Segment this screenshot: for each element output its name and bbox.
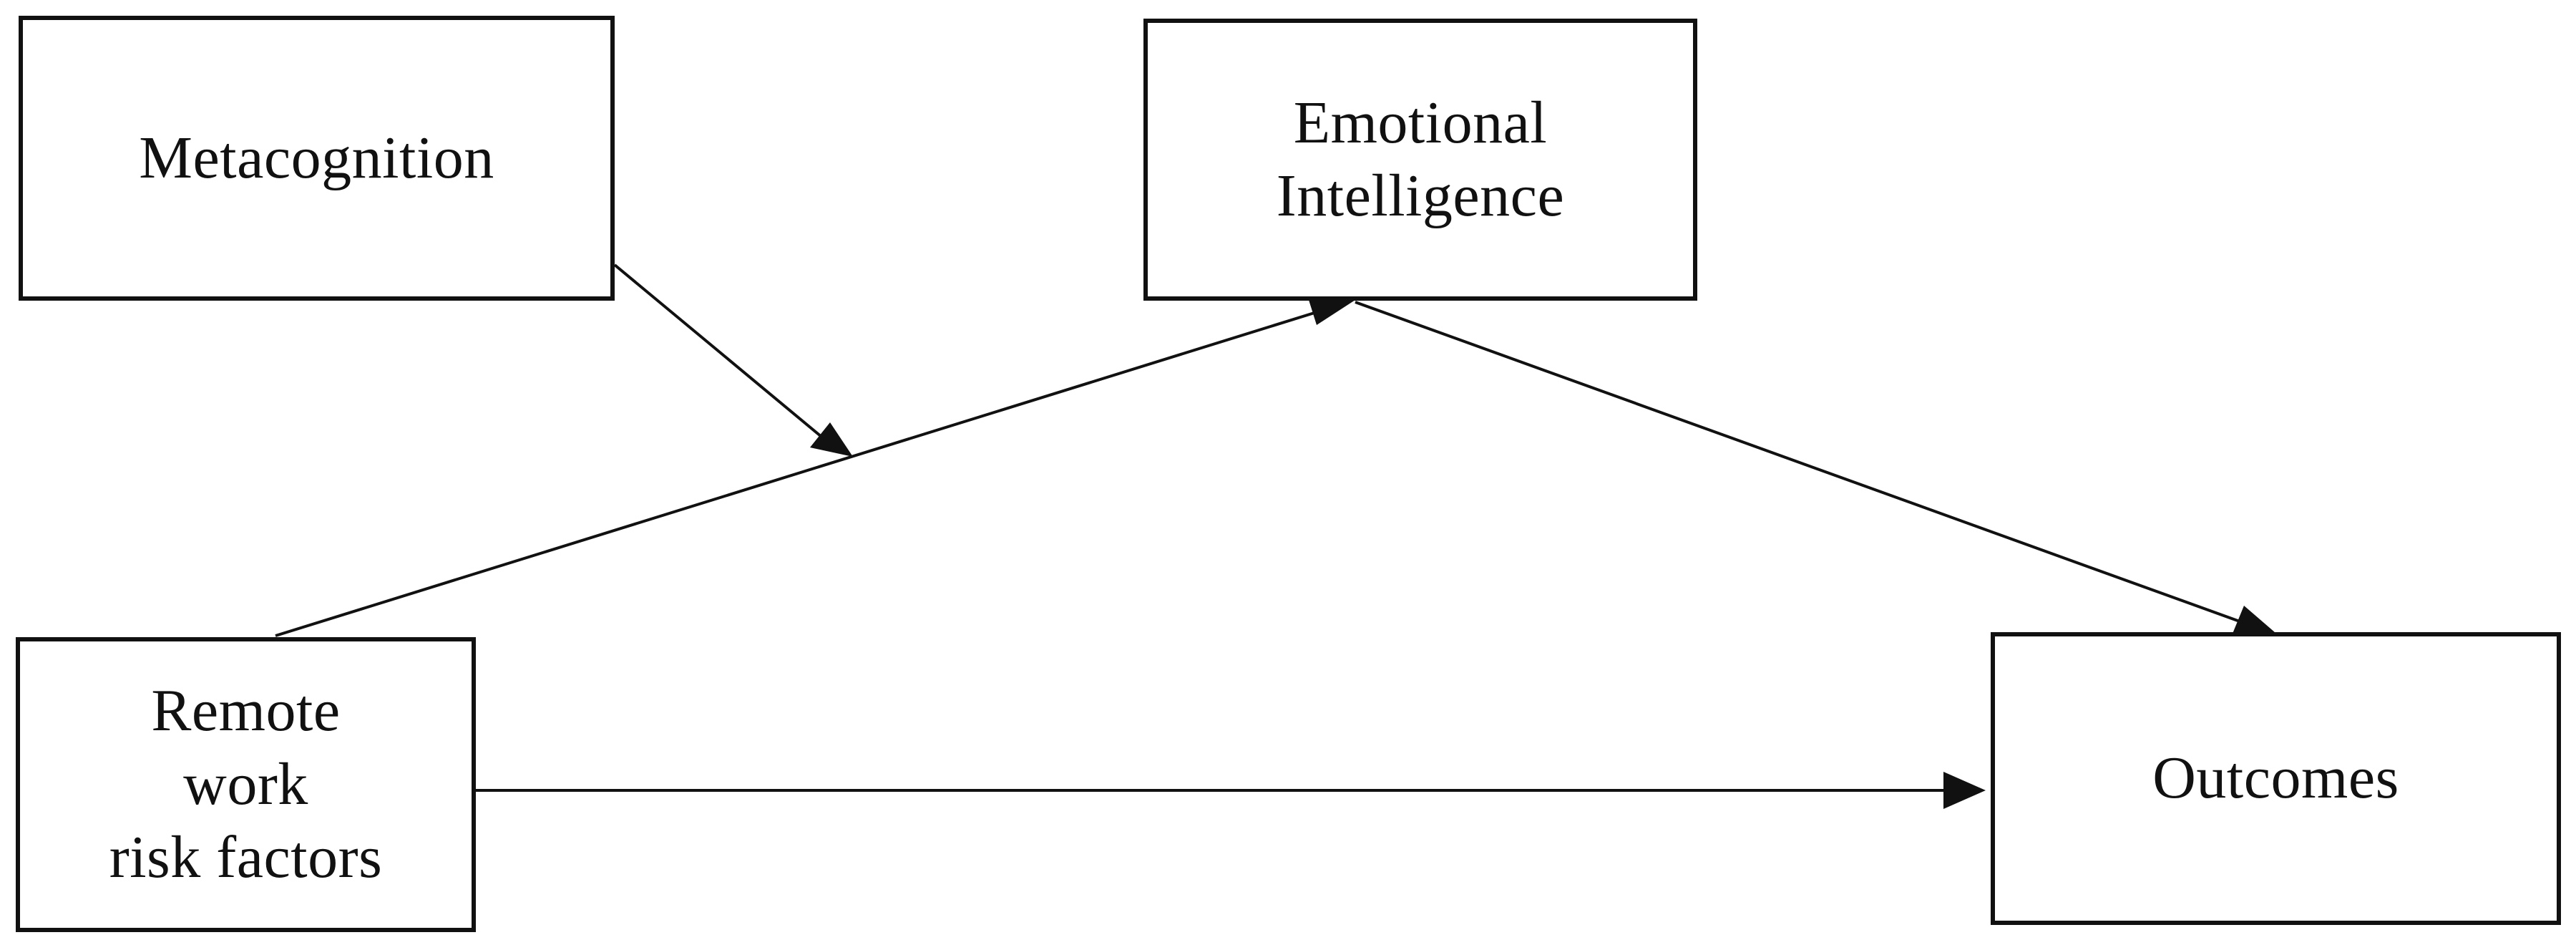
node-label-emotional-intelligence: Emotional Intelligence: [1276, 89, 1565, 229]
node-emotional-intelligence: Emotional Intelligence: [1143, 19, 1697, 301]
arrow-remote-to-emotional: [275, 311, 1317, 637]
node-label-metacognition: Metacognition: [139, 124, 494, 191]
arrowhead-remote-to-outcomes: [1943, 772, 1986, 809]
node-label-remote-work-risk-factors: Remote work risk factors: [109, 677, 383, 891]
node-label-outcomes: Outcomes: [2152, 745, 2399, 812]
arrowhead-emotional-to-outcomes: [2233, 606, 2275, 634]
arrowhead-remote-to-emotional: [1309, 300, 1355, 325]
node-outcomes: Outcomes: [1991, 632, 2561, 925]
arrowhead-metacognition-to-path: [810, 422, 853, 457]
node-remote-work-risk-factors: Remote work risk factors: [16, 637, 476, 932]
arrow-metacognition-to-path: [613, 263, 823, 438]
node-metacognition: Metacognition: [19, 16, 615, 301]
arrow-emotional-to-outcomes: [1355, 301, 2240, 623]
